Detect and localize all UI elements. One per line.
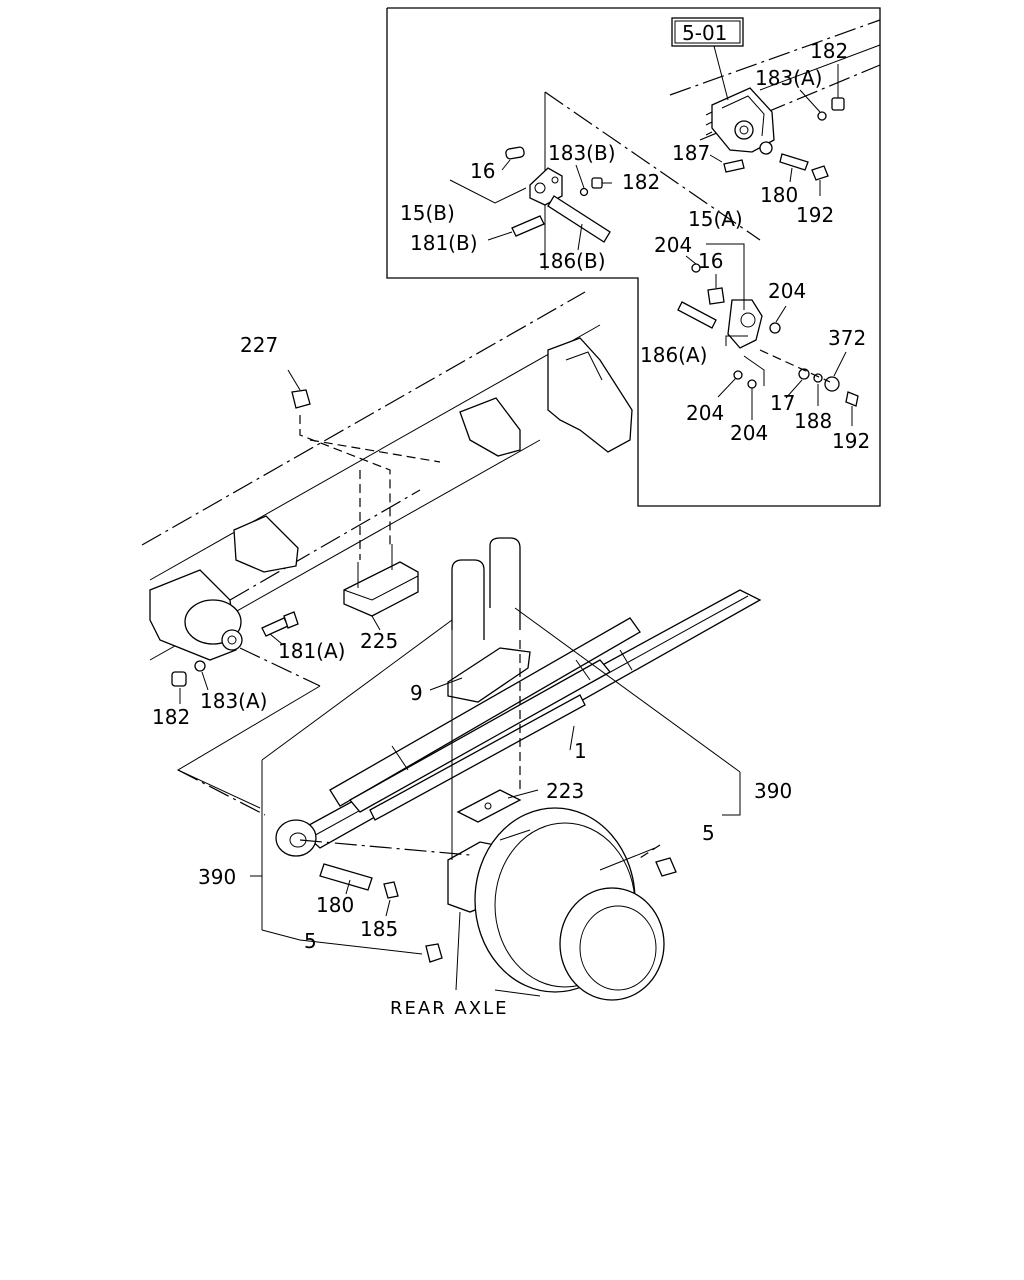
part-labels: 5-01 182 183(A) 187 180 192 16 183(B) 18… bbox=[152, 17, 870, 1019]
label-192-bot: 192 bbox=[832, 429, 870, 453]
pad-223 bbox=[456, 789, 522, 823]
label-188: 188 bbox=[794, 409, 832, 433]
bracket-5-01 bbox=[705, 87, 775, 155]
ref-box-label: 5-01 bbox=[682, 21, 727, 45]
label-183a-bot: 183(A) bbox=[200, 689, 267, 713]
guide-lines bbox=[176, 415, 741, 955]
label-rear-axle: REAR AXLE bbox=[390, 998, 508, 1019]
label-372: 372 bbox=[828, 326, 866, 350]
bolt-180-192-group bbox=[723, 97, 845, 181]
label-192-top: 192 bbox=[796, 203, 834, 227]
label-182-mid: 182 bbox=[622, 170, 660, 194]
label-16-left: 16 bbox=[470, 159, 495, 183]
label-390-right: 390 bbox=[754, 779, 792, 803]
spacer-9 bbox=[447, 647, 531, 703]
label-9: 9 bbox=[410, 681, 423, 705]
label-5-right: 5 bbox=[702, 821, 715, 845]
label-204-b: 204 bbox=[768, 279, 806, 303]
label-390-left: 390 bbox=[198, 865, 236, 889]
label-223: 223 bbox=[546, 779, 584, 803]
stopper-225 bbox=[343, 544, 419, 617]
label-227: 227 bbox=[240, 333, 278, 357]
label-186a: 186(A) bbox=[640, 343, 707, 367]
label-186b: 186(B) bbox=[538, 249, 606, 273]
label-5-bot: 5 bbox=[304, 929, 317, 953]
label-15b: 15(B) bbox=[400, 201, 455, 225]
label-1: 1 bbox=[574, 739, 587, 763]
shackle-b-group bbox=[505, 146, 611, 243]
label-183b: 183(B) bbox=[548, 141, 616, 165]
leader-lines bbox=[179, 45, 853, 991]
frame-brackets bbox=[149, 337, 633, 661]
label-183a-top: 183(A) bbox=[755, 66, 822, 90]
label-180-top: 180 bbox=[760, 183, 798, 207]
rear-axle-drum bbox=[447, 807, 665, 1001]
label-185: 185 bbox=[360, 917, 398, 941]
label-15a: 15(A) bbox=[688, 207, 743, 231]
label-181a: 181(A) bbox=[278, 639, 345, 663]
label-204-c: 204 bbox=[686, 401, 724, 425]
u-bolts-390 bbox=[451, 537, 521, 640]
label-182-top: 182 bbox=[810, 39, 848, 63]
label-180-bot: 180 bbox=[316, 893, 354, 917]
label-181b: 181(B) bbox=[410, 231, 478, 255]
label-16-right: 16 bbox=[698, 249, 723, 273]
label-204-a: 204 bbox=[654, 233, 692, 257]
leaf-spring-1 bbox=[275, 589, 762, 857]
label-187: 187 bbox=[672, 141, 710, 165]
label-17: 17 bbox=[770, 391, 795, 415]
ref-box-frame bbox=[671, 17, 744, 47]
label-182-bot: 182 bbox=[152, 705, 190, 729]
label-225: 225 bbox=[360, 629, 398, 653]
label-204-d: 204 bbox=[730, 421, 768, 445]
bottom-fasteners bbox=[171, 389, 677, 963]
